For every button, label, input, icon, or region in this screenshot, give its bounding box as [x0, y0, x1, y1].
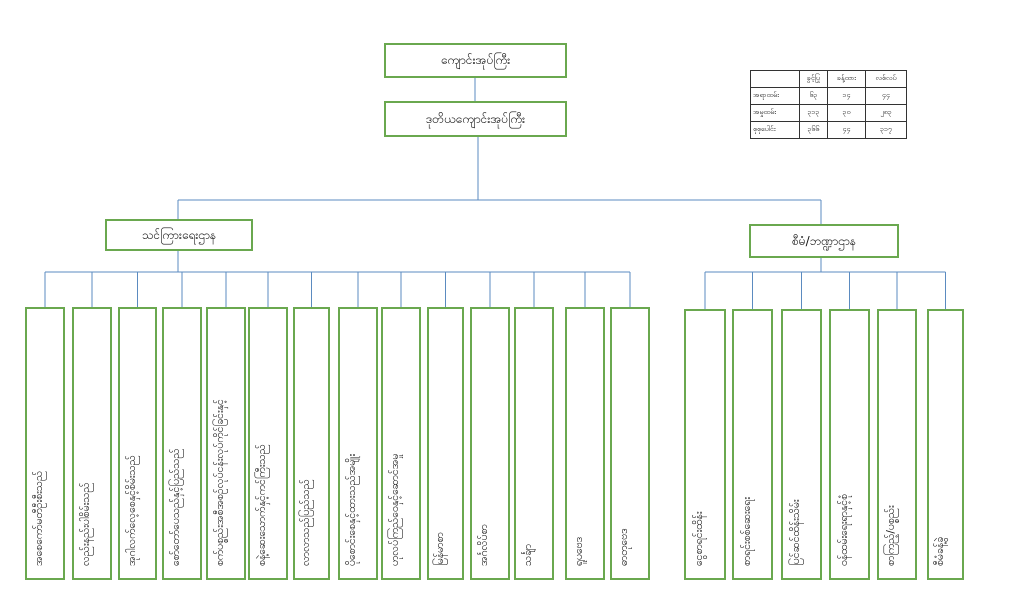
- subunit-label: အစေကော်မတီဦးစီးသည်: [32, 470, 45, 566]
- stats-cell: အရာထမ်း: [750, 87, 800, 105]
- subunit-box: ဝန်ထမ်းရေးရာနှင့်စုံ: [829, 309, 870, 580]
- staff-stats-table: ခွင့်ပြုခန့်ထားလစ်လပ်အရာထမ်း၆၃၁၄၄၄အမှုထမ…: [750, 70, 908, 139]
- subunit-label: လည်းနည်းပါစိမ်းသည်: [79, 482, 92, 566]
- subunit-box: ရူပဗေဒ: [565, 307, 605, 580]
- stats-row: အမှုထမ်း၃၁၃၃၀၂၈၃: [750, 104, 908, 122]
- subunit-box: စာရင်းစစ်ဆေးရေး: [732, 309, 773, 580]
- stats-cell: စုစုပေါင်း: [750, 121, 800, 139]
- subunit-label: အုဂါလက်လေ့စေနှင့်စိမ်းသည်: [125, 455, 138, 566]
- subunit-label: မြန်မာစာ: [433, 532, 446, 566]
- subunit-box: ဟုလပ်ကြည်ဝေနှင့်ဆောင်အမှု: [381, 307, 421, 580]
- subunit-box: လာလာသည်ပြည်သည်: [293, 307, 330, 580]
- subunit-box: ဓာတုဗေဒ: [610, 307, 650, 580]
- admin-finance-department-label: စီမံ/ဘဏ္ဍာဌာန: [791, 233, 857, 248]
- stats-cell: ၃၆၆: [798, 121, 829, 139]
- subunit-label: ငွေစာရင်းထိန်း: [692, 511, 705, 566]
- subunit-box: မြန်မာစာ: [427, 307, 464, 580]
- subunit-box: လည်းနည်းပါစိမ်းသည်: [72, 307, 112, 580]
- subunit-label: စနဲ့ဆေးသောက်နှင့်ကင်ကြီးသည်: [255, 444, 268, 566]
- stats-row: အရာထမ်း၆၃၁၄၄၄: [750, 87, 908, 105]
- subunit-label: ဟုလပ်ကြည်ဝေနှင့်ဆောင်အမှု: [388, 453, 401, 566]
- academic-department-label: သင်ကြားရေးဌာန: [141, 227, 217, 242]
- subunit-label: စာရင်းစစ်ဆေးရေး: [740, 496, 753, 566]
- subunit-label: လာလာသည်ပြည်သည်: [299, 479, 312, 566]
- subunit-box: စာကြည့်/ပစ္စည်း: [877, 309, 917, 580]
- subunit-label: အင်္ဂလိပ်စာ: [477, 524, 490, 566]
- stats-cell: ၆၃: [798, 87, 829, 105]
- stats-cell: ၃၁၇: [864, 121, 908, 139]
- stats-cell: ခွင့်ပြု: [798, 70, 829, 88]
- subunit-box: အင်္ဂလိပ်စာ: [470, 307, 510, 580]
- subunit-box: အုဂါလက်လေ့စေနှင့်စိမ်းသည်: [118, 307, 157, 580]
- stats-cell: ၃၀: [827, 104, 866, 122]
- stats-row: ခွင့်ပြုခန့်ထားလစ်လပ်: [750, 70, 908, 88]
- subunit-label: စက်ပစ္စည်းအစီအစဉ်လုပ်ငန်းလုပ်ကိုင်ခြင်းန…: [213, 399, 226, 566]
- principal-box: ကျောင်းအုပ်ကြီး: [384, 43, 567, 78]
- stats-cell: ၂၈၃: [864, 104, 908, 122]
- subunit-box: ပြင်ဆင်ထိန်းသိမ်း: [781, 309, 822, 580]
- stats-cell: အမှုထမ်း: [750, 104, 800, 122]
- subunit-label: သင်္ချာ: [521, 543, 534, 566]
- principal-label: ကျောင်းအုပ်ကြီး: [440, 53, 511, 68]
- stats-cell: ၄၄: [827, 121, 866, 139]
- subunit-box: စနဲ့ဆေးသောက်နှင့်ကင်ကြီးသည်: [248, 307, 288, 580]
- stats-cell: ၄၄: [864, 87, 908, 105]
- stats-cell: ၁၄: [827, 87, 866, 105]
- subunit-label: ဝန်ထမ်းရေးရာနှင့်စုံ: [837, 493, 850, 566]
- subunit-label: ဓာတုဗေဒ: [617, 528, 630, 566]
- subunit-box: စီမံခန့်ခွဲ: [927, 309, 964, 580]
- stats-cell: ၃၁၃: [798, 104, 829, 122]
- subunit-label: ရူပဗေဒ: [572, 536, 585, 566]
- stats-cell: [750, 70, 800, 88]
- subunit-box: ငွေစာရင်းထိန်း: [684, 309, 726, 580]
- academic-department-box: သင်ကြားရေးဌာန: [105, 219, 253, 251]
- subunit-box: ပိုစောင်းစေနှင့်ထားသည်အမျိုး: [338, 307, 378, 580]
- subunit-box: စော်တော်ပေသည်နှင့်ပြည်သည်: [162, 307, 202, 580]
- vice-principal-label: ဒုတိယကျောင်းအုပ်ကြီး: [425, 111, 526, 126]
- stats-cell: ခန့်ထား: [827, 70, 866, 88]
- subunit-box: သင်္ချာ: [514, 307, 554, 580]
- subunit-label: ပိုစောင်းစေနှင့်ထားသည်အမျိုး: [345, 453, 358, 566]
- admin-finance-department-box: စီမံ/ဘဏ္ဍာဌာန: [749, 224, 899, 258]
- subunit-label: ပြင်ဆင်ထိန်းသိမ်း: [789, 499, 802, 566]
- stats-cell: လစ်လပ်: [864, 70, 908, 88]
- subunit-label: စော်တော်ပေသည်နှင့်ပြည်သည်: [169, 448, 182, 566]
- subunit-box: စက်ပစ္စည်းအစီအစဉ်လုပ်ငန်းလုပ်ကိုင်ခြင်းန…: [206, 307, 246, 580]
- stats-row: စုစုပေါင်း၃၆၆၄၄၃၁၇: [750, 121, 908, 139]
- subunit-label: စာကြည့်/ပစ္စည်း: [884, 505, 897, 566]
- vice-principal-box: ဒုတိယကျောင်းအုပ်ကြီး: [384, 101, 567, 137]
- subunit-label: စီမံခန့်ခွဲ: [933, 536, 946, 566]
- subunit-box: အစေကော်မတီဦးစီးသည်: [25, 307, 65, 580]
